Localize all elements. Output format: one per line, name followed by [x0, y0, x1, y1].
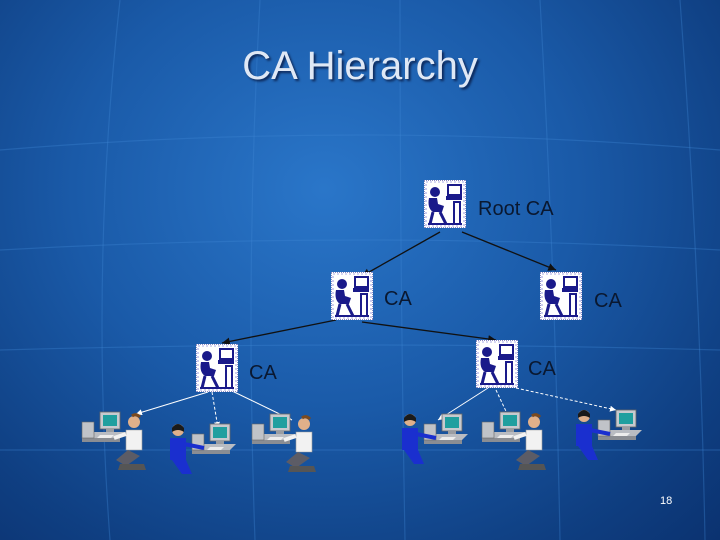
- link-ca-left-to-bottom-left: [222, 320, 336, 343]
- link-root-to-ca-left: [362, 232, 440, 276]
- ca-bottom-mid-label: CA: [528, 358, 556, 381]
- slide-number: 18: [660, 495, 672, 507]
- ca-left-label: CA: [384, 288, 412, 311]
- user-at-computer-icon: [164, 418, 236, 478]
- user-at-computer-icon: [396, 408, 468, 468]
- user-at-computer-icon: [80, 408, 152, 472]
- ca-server-icon: [476, 340, 518, 388]
- user-at-computer-icon: [250, 410, 322, 474]
- ca-bottom-left-label: CA: [249, 362, 277, 385]
- link-ca-left-to-bottom-mid: [362, 322, 496, 340]
- root-ca-label: Root CA: [478, 198, 554, 221]
- ca-server-icon: [424, 180, 466, 228]
- user-at-computer-icon: [480, 408, 552, 472]
- user-at-computer-icon: [570, 404, 642, 464]
- ca-right-label: CA: [594, 290, 622, 313]
- link-root-to-ca-right: [462, 232, 556, 270]
- ca-server-icon: [540, 272, 582, 320]
- ca-server-icon: [331, 272, 373, 320]
- ca-server-icon: [196, 344, 238, 392]
